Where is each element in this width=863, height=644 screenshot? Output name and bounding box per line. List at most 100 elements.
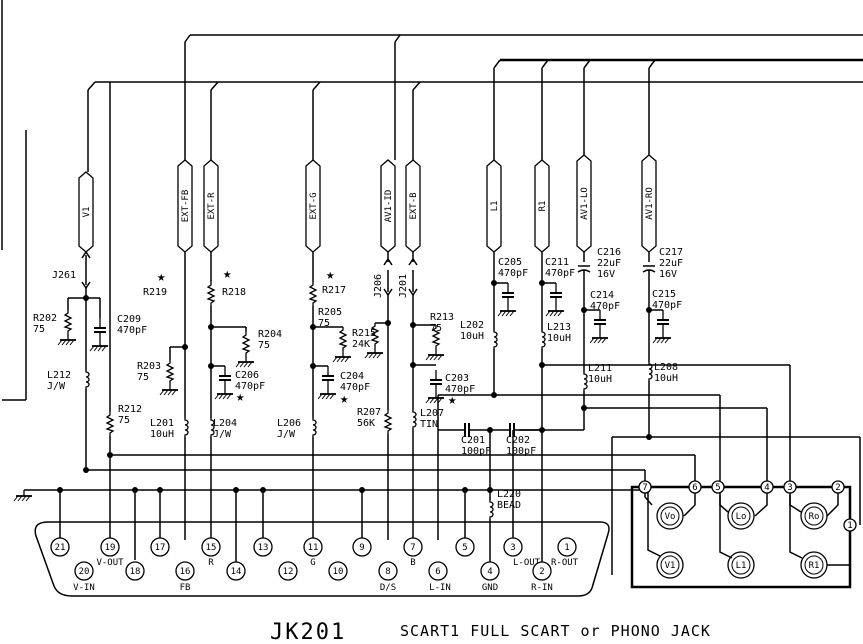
component-value: 470pF [590,301,620,312]
component-r217: R217 [322,285,346,296]
net-flag-extr: EXT-R [203,159,219,253]
pin-name: R-IN [531,583,553,593]
ground-bus [13,430,640,565]
top-buses [87,34,863,91]
extg-branch [309,252,352,540]
component-ref: C217 [659,247,683,258]
scart-pin-1: 1R-OUT [551,537,579,568]
net-label: L1 [490,201,500,212]
component-ref: L213 [547,322,571,333]
net-label: EXT-FB [181,190,191,223]
component-ref: C203 [445,373,469,384]
component-ref: C211 [545,257,569,268]
jack-label: Lo [736,512,747,522]
scart-pin-15: 15R [201,537,221,568]
pin-number: 18 [130,567,141,577]
phono-pin-1: 1 [843,518,857,532]
component-ref: R218 [222,287,246,298]
net-flag-extg: EXT-G [305,159,321,253]
pin-name: V-OUT [96,558,124,568]
phono-pin-5: 5 [711,480,725,494]
component-value: 24K [352,339,370,350]
phono-pin-number: 1 [847,521,852,531]
scart-pin-12: 12 [278,561,298,581]
scart-pin-7: 7B [403,537,423,568]
pin-number: 16 [180,567,191,577]
phono-pin-number: 3 [787,483,792,493]
phono-pin-number: 2 [835,483,840,493]
av1id-branch [364,252,393,540]
component-ref: L202 [460,320,484,331]
component-r219: R219 [143,287,167,298]
component-value: 100pF [461,446,491,457]
component-ref: C202 [506,435,530,446]
component-ref: R202 [33,313,57,324]
extr-branch [207,252,255,540]
ref-j206: J206 [373,274,384,298]
phono-pin-2: 2 [831,480,845,494]
jack-label: Ro [809,512,820,522]
scart-pins: 2120V-IN19V-OUT181716FB15R14131211G1098D… [50,537,579,593]
component-value: 75 [258,340,270,351]
net-flag-extfb: EXT-FB [177,159,193,253]
phono-jack-Lo: Lo [727,502,755,530]
scart-connector [34,521,610,597]
star-r219: ★ [157,269,166,285]
component-ref: J261 [52,270,76,281]
phono-pin-7: 7 [638,480,652,494]
net-flag-av1lo: AV1-LO [576,154,592,253]
net-drops [87,42,650,172]
scart-pin-10: 10 [328,561,348,581]
component-ref: L206 [277,418,301,429]
scart-pin-18: 18 [125,561,145,581]
left-border [1,0,27,401]
pin-number: 7 [410,543,415,553]
scart-pin-2: 2R-IN [531,561,553,593]
pin-name: R-OUT [551,558,579,568]
stars: ★ ★ ★ ★ ★ ★ [157,266,457,408]
l1-branch [437,252,721,540]
component-value: 75 [137,372,149,383]
component-ref: R212 [118,404,142,415]
pin-name: FB [180,583,191,593]
component-rating: 16V [597,269,615,280]
phono-pin-6: 6 [688,480,702,494]
component-value: 22uF [597,258,621,269]
component-value: J/W [277,429,296,440]
net-label: R1 [538,201,548,212]
v1-branch [57,250,109,470]
pin-name: G [310,558,315,568]
component-value: 10uH [460,331,484,342]
pin-name: GND [482,583,498,593]
pin-name: L-OUT [513,558,541,568]
component-value: 10uH [547,333,571,344]
component-r218: R218 [222,287,246,298]
pin-number: 1 [564,543,569,553]
pin-number: 3 [510,543,515,553]
pin-number: 6 [435,567,440,577]
component-value: 22uF [659,258,683,269]
component-value: 470pF [117,325,147,336]
phono-jack-Ro: Ro [800,502,828,530]
phono-pin-number: 5 [715,483,720,493]
net-label: EXT-G [309,192,319,219]
phono-pin-number: 7 [642,483,647,493]
component-ref: C201 [461,435,485,446]
component-ref: R217 [322,285,346,296]
net-flag-v1: V1 [78,171,94,253]
phono-pin-number: 6 [692,483,697,493]
title-ref: JK201 [270,620,346,644]
scart-pin-14: 14 [226,561,246,581]
net-flag-extb: EXT-B [405,159,421,253]
